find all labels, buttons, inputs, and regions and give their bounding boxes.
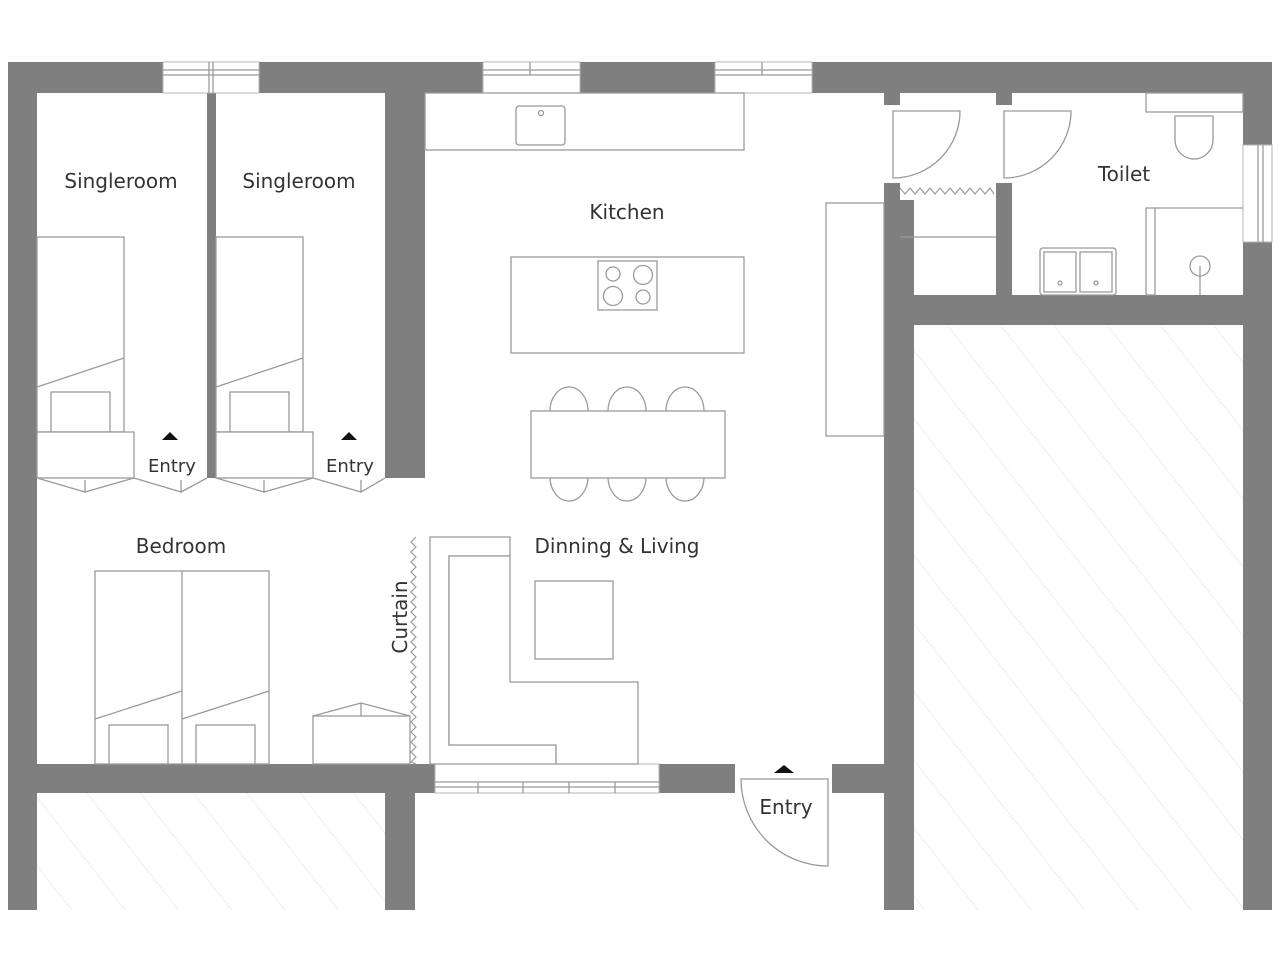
pillow-icon [195, 724, 256, 765]
pillow-icon [229, 391, 290, 433]
hatched-area-right [914, 325, 1243, 910]
kitchen-counter [424, 92, 745, 151]
door-swing-icon [892, 110, 961, 179]
wardrobe-icon [36, 431, 135, 479]
pillow-icon [108, 724, 169, 765]
dresser-icon [312, 715, 411, 765]
bedroom [94, 536, 417, 765]
shower-screen [1145, 207, 1156, 296]
curtain-icon [409, 536, 417, 765]
toilet-room [1003, 92, 1244, 296]
closet [892, 110, 996, 238]
pillow-icon [50, 391, 111, 433]
hatched-area-bottom-left [37, 793, 385, 910]
curtain-label: Curtain [388, 580, 412, 653]
singleroom-1 [36, 236, 208, 494]
room-label-toilet: Toilet [1097, 162, 1150, 186]
coffee-table-icon [534, 580, 614, 660]
entry-label-main: Entry [759, 795, 812, 819]
walls [8, 62, 1272, 910]
dining-table [530, 410, 726, 479]
room-label-singleroom-2: Singleroom [242, 169, 355, 193]
entry-arrow-icon [341, 432, 357, 440]
l-shaped-sofa-icon [448, 555, 639, 765]
entry-label-singleroom-2: Entry [326, 456, 374, 477]
entry-door-swing-icon [740, 778, 829, 867]
door-swing-icon [1003, 110, 1072, 179]
entry-label-singleroom-1: Entry [148, 456, 196, 477]
wc-icon [1174, 115, 1214, 160]
windows [162, 61, 1273, 794]
room-label-bedroom: Bedroom [136, 534, 226, 558]
curtain-icon [899, 186, 995, 195]
double-sink-icon [1039, 247, 1117, 296]
kitchen [424, 92, 885, 502]
room-label-singleroom-1: Singleroom [64, 169, 177, 193]
singleroom-2 [215, 236, 386, 494]
wardrobe-icon [215, 431, 314, 479]
entry-arrow-icon [774, 765, 794, 773]
entry-arrow-icon [162, 432, 178, 440]
dining-living [429, 536, 829, 867]
room-label-kitchen: Kitchen [589, 200, 664, 224]
room-label-dining-living: Dinning & Living [534, 534, 699, 558]
wc-cistern [1145, 92, 1244, 113]
tall-cabinet [825, 202, 885, 437]
sink-icon [515, 105, 566, 146]
dining-chairs [549, 386, 705, 502]
